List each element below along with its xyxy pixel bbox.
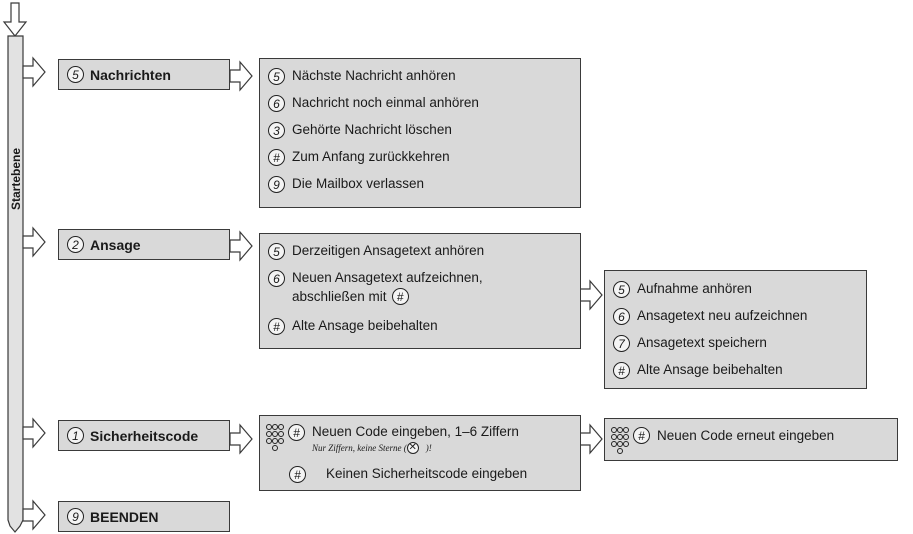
arrow-to-nachrichten (22, 56, 46, 88)
menu-ansage-label: Ansage (90, 236, 141, 253)
option-text-cont: abschließen mit (292, 288, 387, 304)
keypad-icon (266, 424, 284, 451)
key-1-icon: 1 (67, 427, 84, 444)
arrow-ansage-options (229, 230, 253, 262)
option-text: Alte Ansage beibehalten (292, 318, 438, 333)
option-text: Ansagetext neu aufzeichnen (637, 308, 808, 323)
option-text: Derzeitigen Ansagetext anhören (292, 243, 485, 258)
option-row: # Keinen Sicherheitscode eingeben (289, 466, 527, 483)
key-hash-icon: # (288, 424, 305, 441)
menu-sicherheitscode-label: Sicherheitscode (90, 427, 199, 444)
menu-nachrichten-label: Nachrichten (90, 66, 171, 83)
option-row: 6 Neuen Ansagetext aufzeichnen, abschlie… (268, 270, 483, 305)
option-row: # Neuen Code erneut eingeben (611, 427, 834, 454)
option-text: Gehörte Nachricht löschen (292, 122, 452, 137)
nachrichten-options-box: 5 Nächste Nachricht anhören 6 Nachricht … (259, 58, 581, 208)
option-row: # Alte Ansage beibehalten (268, 318, 438, 335)
option-text: Nachricht noch einmal anhören (292, 95, 479, 110)
key-5-icon: 5 (268, 243, 285, 260)
trunk (7, 35, 24, 533)
option-text: Die Mailbox verlassen (292, 176, 425, 191)
menu-beenden-label: BEENDEN (90, 508, 159, 525)
key-6-icon: 6 (268, 95, 285, 112)
key-hash-icon: # (613, 362, 630, 379)
option-row: 6 Ansagetext neu aufzeichnen (613, 308, 807, 325)
note-text: Nur Ziffern, keine Sterne ( (312, 443, 407, 453)
key-hash-icon: # (391, 288, 409, 305)
arrow-to-ansage (22, 226, 46, 258)
key-9-icon: 9 (67, 508, 84, 525)
key-2-icon: 2 (67, 236, 84, 253)
arrow-to-sicherheitscode (22, 417, 46, 449)
option-row: # Alte Ansage beibehalten (613, 362, 783, 379)
menu-beenden[interactable]: 9 BEENDEN (58, 501, 230, 532)
note-text-end: )! (425, 443, 432, 453)
menu-ansage[interactable]: 2 Ansage (58, 229, 230, 260)
key-6-icon: 6 (268, 270, 285, 287)
key-5-icon: 5 (613, 281, 630, 298)
keypad-icon (611, 427, 629, 454)
option-text: Zum Anfang zurückkehren (292, 149, 450, 164)
arrow-code-confirm (579, 423, 603, 455)
option-row: # Neuen Code eingeben, 1–6 Ziffern Nur Z… (266, 424, 519, 456)
arrow-code-options (229, 423, 253, 455)
option-text: Ansagetext speichern (637, 335, 767, 350)
arrow-nachrichten-options (229, 60, 253, 92)
key-9-icon: 9 (268, 176, 285, 193)
option-row: # Zum Anfang zurückkehren (268, 149, 450, 166)
option-row: 3 Gehörte Nachricht löschen (268, 122, 452, 139)
key-5-icon: 5 (268, 68, 285, 85)
menu-nachrichten[interactable]: 5 Nachrichten (58, 59, 230, 90)
option-row: 5 Derzeitigen Ansagetext anhören (268, 243, 484, 260)
sidebar-label: Startebene (9, 148, 23, 210)
entry-arrow (2, 2, 28, 37)
option-text: Nächste Nachricht anhören (292, 68, 456, 83)
option-text: Aufnahme anhören (637, 281, 752, 296)
key-hash-icon: # (289, 466, 306, 483)
option-text: Alte Ansage beibehalten (637, 362, 783, 377)
code-options-box: # Neuen Code eingeben, 1–6 Ziffern Nur Z… (259, 415, 581, 491)
option-row: 9 Die Mailbox verlassen (268, 176, 424, 193)
option-row: 5 Nächste Nachricht anhören (268, 68, 456, 85)
key-6-icon: 6 (613, 308, 630, 325)
arrow-to-beenden (22, 499, 46, 531)
key-hash-icon: # (268, 149, 285, 166)
code-confirm-box: # Neuen Code erneut eingeben (604, 418, 898, 461)
option-text: Neuen Ansagetext aufzeichnen, (292, 270, 483, 285)
key-hash-icon: # (633, 427, 650, 444)
option-text: Neuen Code erneut eingeben (657, 428, 835, 443)
option-row: 5 Aufnahme anhören (613, 281, 752, 298)
option-row: 7 Ansagetext speichern (613, 335, 767, 352)
new-code-text: Neuen Code eingeben, 1–6 Ziffern (312, 424, 519, 439)
key-5-icon: 5 (67, 66, 84, 83)
menu-sicherheitscode[interactable]: 1 Sicherheitscode (58, 420, 230, 451)
aufnahme-options-box: 5 Aufnahme anhören 6 Ansagetext neu aufz… (604, 270, 867, 389)
option-row: 6 Nachricht noch einmal anhören (268, 95, 479, 112)
option-text: Keinen Sicherheitscode eingeben (326, 466, 528, 481)
ansage-options-box: 5 Derzeitigen Ansagetext anhören 6 Neuen… (259, 233, 581, 349)
star-crossed-icon: ✕ (406, 442, 419, 454)
arrow-ansage-aufnahme (579, 279, 603, 311)
key-hash-icon: # (268, 318, 285, 335)
key-3-icon: 3 (268, 122, 285, 139)
key-7-icon: 7 (613, 335, 630, 352)
